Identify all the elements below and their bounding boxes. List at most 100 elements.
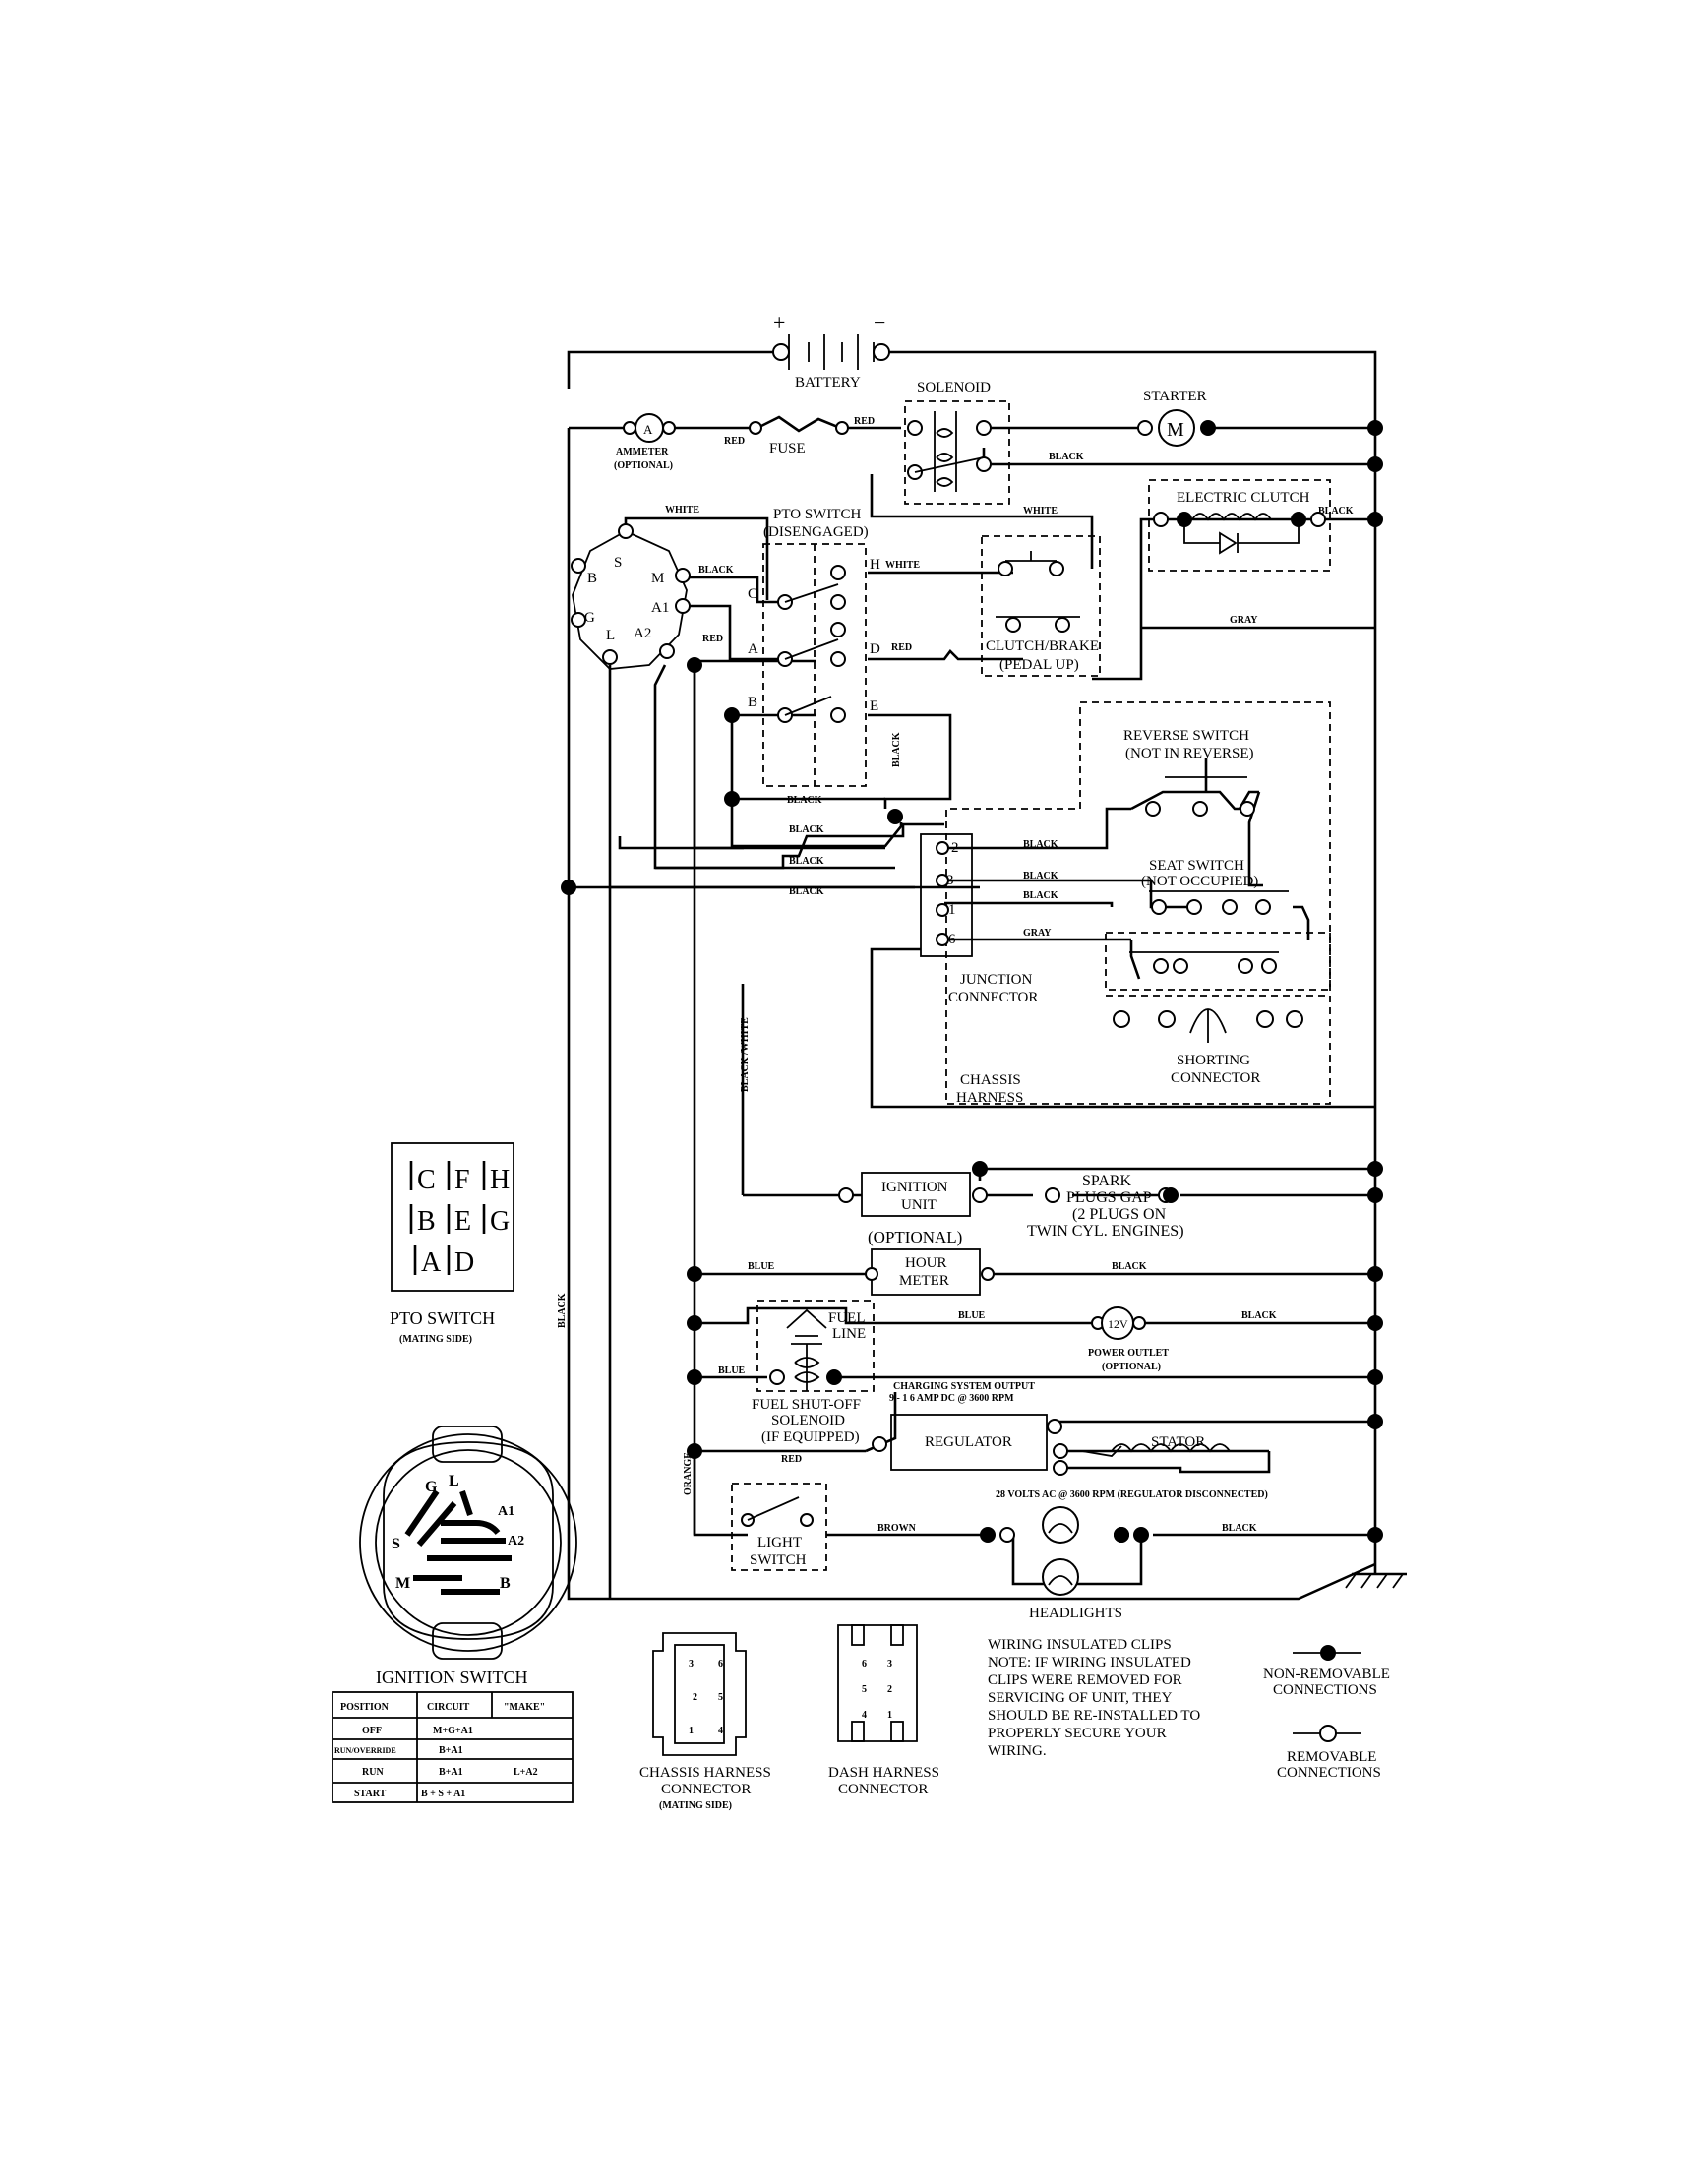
ign-face-g: G: [425, 1479, 438, 1495]
pto-mating-side: C F H B E G A D PTO SWITCH (MATING SIDE): [390, 1142, 514, 1345]
stator: STATOR 28 VOLTS AC @ 3600 RPM (REGULATOR…: [996, 1434, 1268, 1500]
ground-symbol: [1345, 1564, 1407, 1589]
clutch-brake-label: CLUTCH/BRAKE: [986, 638, 1099, 654]
wire-label-black-vertical-1: BLACK: [891, 732, 902, 767]
dash-harness-connector: 6 3 5 2 4 1 DASH HARNESS CONNECTOR: [828, 1624, 939, 1797]
fuel-solenoid-label-2: SOLENOID: [771, 1413, 845, 1428]
wire-label-black-3: BLACK: [1318, 506, 1354, 516]
ign-term-m: M: [651, 571, 664, 586]
ign-term-b: B: [587, 571, 597, 586]
wire-labels: RED RED BLACK WHITE WHITE WHITE BLACK RE…: [557, 416, 1354, 1534]
wire-label-white-3: WHITE: [885, 560, 920, 571]
pto-mating-d: D: [454, 1247, 474, 1278]
note-line-7: WIRING.: [988, 1743, 1047, 1759]
pto-mating-b: B: [417, 1206, 436, 1237]
stator-label: STATOR: [1151, 1434, 1205, 1450]
wire-label-red-3: RED: [702, 634, 723, 644]
fuse-label: FUSE: [769, 441, 806, 456]
pto-term-d: D: [870, 641, 880, 657]
ign-term-a2: A2: [634, 626, 651, 641]
regulator-label: REGULATOR: [925, 1434, 1012, 1450]
shorting-connector-label-2: CONNECTOR: [1171, 1070, 1260, 1086]
junction-dots: [561, 420, 1383, 1543]
ignition-unit-label-2: UNIT: [901, 1197, 937, 1213]
spark-label-4: TWIN CYL. ENGINES): [1027, 1223, 1184, 1240]
clutch-brake-state: (PEDAL UP): [999, 657, 1079, 673]
note-line-4: SERVICING OF UNIT, THEY: [988, 1690, 1173, 1706]
chassis-harness: [945, 701, 1331, 1105]
power-outlet: 12V POWER OUTLET (OPTIONAL): [1088, 1306, 1169, 1372]
ign-face-l: L: [449, 1473, 459, 1489]
chassis-pin-3: 3: [689, 1659, 694, 1669]
chassis-pin-6: 6: [718, 1659, 723, 1669]
spark-label-1: SPARK: [1082, 1173, 1132, 1189]
ammeter-optional-label: (OPTIONAL): [614, 460, 673, 471]
battery: + − BATTERY: [772, 310, 890, 391]
battery-minus: −: [874, 310, 885, 334]
table-row-3-position: RUN: [362, 1767, 384, 1778]
ign-face-s: S: [392, 1536, 400, 1552]
wire-label-black-white: BLACK /WHITE: [740, 1017, 751, 1092]
wire-label-gray-2: GRAY: [1023, 928, 1052, 939]
wire-label-black-4: BLACK: [787, 795, 822, 806]
hour-meter-label-1: HOUR: [905, 1255, 947, 1271]
ign-face-b: B: [500, 1575, 511, 1592]
pto-mating-c: C: [417, 1165, 436, 1195]
spark-plugs: SPARK PLUGS GAP (2 PLUGS ON TWIN CYL. EN…: [1027, 1173, 1184, 1240]
dash-pin-2: 2: [887, 1684, 892, 1695]
ign-term-a1: A1: [651, 600, 669, 616]
junction-pin-6: 6: [948, 932, 956, 947]
reverse-state-label: (NOT IN REVERSE): [1125, 746, 1254, 761]
spark-label-3: (2 PLUGS ON: [1072, 1206, 1167, 1223]
power-outlet-label-1: POWER OUTLET: [1088, 1348, 1169, 1359]
pto-mating-subtitle: (MATING SIDE): [399, 1334, 472, 1345]
wire-label-brown: BROWN: [877, 1523, 917, 1534]
chassis-connector-title-1: CHASSIS HARNESS: [639, 1765, 771, 1781]
pto-mating-a: A: [421, 1247, 442, 1278]
wire-label-red-2: RED: [854, 416, 875, 427]
wire-label-black-6: BLACK: [789, 856, 824, 867]
wire-label-black-10: BLACK: [1023, 890, 1058, 901]
pto-term-e: E: [870, 698, 878, 714]
ignition-switch-schematic: B S M A1 A2 L G: [571, 523, 691, 670]
ign-face-a1: A1: [498, 1504, 514, 1519]
headlights-label: HEADLIGHTS: [1029, 1606, 1122, 1621]
ignition-switch-face: G L A1 A2 S M B IGNITION SWITCH: [359, 1426, 577, 1687]
table-row-1-circuit: M+G+A1: [433, 1726, 473, 1736]
ign-term-l: L: [606, 628, 615, 643]
light-switch-label-1: LIGHT: [757, 1535, 802, 1550]
junction-pin-3: 3: [946, 873, 954, 888]
wire-label-black-1: BLACK: [1049, 452, 1084, 462]
wire-label-black-11: BLACK: [1112, 1261, 1147, 1272]
wire-label-black-5: BLACK: [789, 824, 824, 835]
pto-term-c: C: [748, 586, 757, 602]
starter-label: STARTER: [1143, 389, 1207, 404]
power-outlet-label-2: (OPTIONAL): [1102, 1362, 1161, 1372]
electric-clutch: ELECTRIC CLUTCH: [1148, 479, 1331, 572]
note-line-5: SHOULD BE RE-INSTALLED TO: [988, 1708, 1200, 1724]
fuel-solenoid-label-3: (IF EQUIPPED): [761, 1429, 860, 1445]
wire-label-black-7: BLACK: [789, 886, 824, 897]
pto-term-a: A: [748, 641, 758, 657]
power-outlet-symbol: 12V: [1108, 1317, 1128, 1331]
light-switch-label-2: SWITCH: [750, 1552, 807, 1568]
table-row-2-position: RUN/OVERRIDE: [334, 1746, 396, 1755]
shorting-connector-label-1: SHORTING: [1177, 1053, 1250, 1068]
chassis-pin-2: 2: [693, 1692, 697, 1703]
ign-term-s: S: [614, 555, 622, 571]
fuel-line-label-2: LINE: [832, 1326, 866, 1342]
chassis-pin-1: 1: [689, 1726, 694, 1736]
clutch-brake-switch: CLUTCH/BRAKE (PEDAL UP): [981, 535, 1101, 677]
fuel-shutoff-solenoid: FUEL LINE FUEL SHUT-OFF SOLENOID (IF EQU…: [752, 1300, 875, 1445]
headlights: HEADLIGHTS: [980, 1506, 1149, 1621]
note-line-1: WIRING INSULATED CLIPS: [988, 1637, 1172, 1653]
pto-mating-e: E: [454, 1206, 471, 1237]
pto-mating-g: G: [490, 1206, 510, 1237]
wire-label-black-12: BLACK: [1241, 1310, 1277, 1321]
wire-label-orange: ORANGE: [683, 1452, 694, 1495]
fuel-solenoid-label-1: FUEL SHUT-OFF: [752, 1397, 861, 1413]
ignition-unit: IGNITION UNIT: [838, 1161, 1179, 1217]
starter: STARTER M: [1137, 389, 1216, 447]
regulator: CHARGING SYSTEM OUTPUT 9 - 1 6 AMP DC @ …: [872, 1381, 1122, 1476]
